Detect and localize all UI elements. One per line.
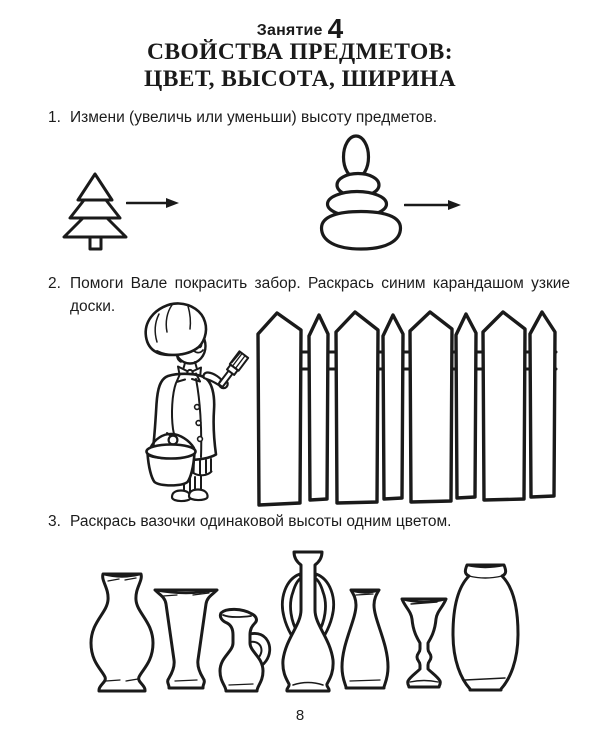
paint-bucket-icon: [145, 432, 197, 487]
paintbrush-icon: [217, 350, 250, 388]
vase-jug[interactable]: [218, 607, 272, 693]
task-1-number: 1.: [48, 109, 61, 126]
fence-board-5-wide[interactable]: [408, 310, 454, 504]
pyramid-toy-icon: [319, 134, 403, 251]
task-1-text: Измени (увеличь или уменьши) высоту пред…: [70, 109, 438, 126]
vase-flared-tumbler[interactable]: [153, 588, 219, 690]
shoe: [187, 488, 209, 502]
page-number: 8: [295, 707, 305, 724]
task-3-text: Раскрась вазочки одинаковой высоты одним…: [70, 513, 452, 530]
fence-illustration: [256, 310, 558, 507]
task-1: 1. Измени (увеличь или уменьши) высоту п…: [48, 106, 570, 129]
fence-board-1-wide[interactable]: [256, 311, 303, 507]
fence-board-3-wide[interactable]: [334, 310, 380, 505]
fence-board-2-narrow[interactable]: [307, 313, 330, 502]
fir-tree-icon: [62, 172, 128, 251]
fence-board-4-narrow[interactable]: [381, 313, 405, 501]
vase-goblet[interactable]: [400, 597, 448, 689]
lesson-label: Занятие: [256, 22, 323, 39]
task-2-number: 2.: [48, 275, 61, 292]
vase-amphora[interactable]: [281, 550, 335, 693]
page-title-line-2: ЦВЕТ, ВЫСОТА, ШИРИНА: [144, 66, 456, 92]
vase-tall-oval[interactable]: [451, 563, 520, 692]
fence-board-8-narrow[interactable]: [528, 310, 557, 499]
fence-board-7-wide[interactable]: [481, 310, 527, 502]
fence-board-6-narrow[interactable]: [454, 312, 478, 500]
page-title-line-1: СВОЙСТВА ПРЕДМЕТОВ:: [147, 39, 453, 65]
task-2-text: Помоги Вале покрасить забор. Раскрась си…: [70, 275, 570, 315]
vases-illustration: [89, 550, 520, 693]
shoe: [170, 489, 192, 503]
arrow-right-icon: [126, 198, 179, 208]
task-3-number: 3.: [48, 513, 61, 530]
task-2: 2. Помоги Вале покрасить забор. Раскрась…: [48, 272, 570, 318]
vase-cone-flask[interactable]: [340, 588, 390, 690]
task-3: 3. Раскрась вазочки одинаковой высоты од…: [48, 510, 570, 533]
vase-bulbous[interactable]: [89, 572, 155, 693]
girl-painter-illustration: [144, 302, 250, 503]
lesson-number: 4: [327, 13, 344, 44]
arrow-right-icon: [404, 200, 461, 210]
